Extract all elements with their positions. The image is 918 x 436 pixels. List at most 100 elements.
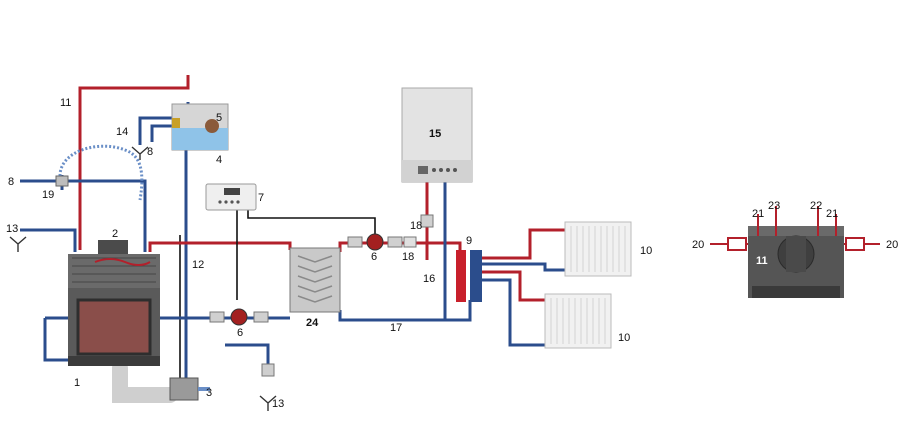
label-13-left: 13 <box>6 223 18 235</box>
label-10-top: 10 <box>640 245 652 257</box>
plate-heat-exchanger <box>289 247 341 313</box>
controller-display <box>224 188 240 195</box>
label-13-right: 13 <box>272 398 284 410</box>
valve-icon <box>420 214 434 228</box>
label-1: 1 <box>74 377 80 389</box>
controller-button <box>236 200 240 204</box>
wire-pump-2 <box>247 208 376 236</box>
drain-pipe-right <box>225 343 270 372</box>
valve-icon <box>253 311 269 323</box>
label-16: 16 <box>423 273 435 285</box>
rear-view-flue-damper <box>786 236 806 272</box>
refill-pipe <box>150 124 176 142</box>
fireplace-rear-view <box>710 206 880 298</box>
label-detail-11: 11 <box>756 255 768 267</box>
label-3: 3 <box>206 387 212 399</box>
radiator-bottom-return <box>482 278 545 347</box>
radiator-body <box>544 293 612 349</box>
radiator-bottom <box>544 293 612 349</box>
boiler-button <box>446 168 450 172</box>
fireplace-insert <box>68 240 160 366</box>
drain-funnel-icon <box>259 395 277 411</box>
label-14: 14 <box>116 126 128 138</box>
expansion-tank <box>171 103 229 151</box>
label-11: 11 <box>60 97 71 109</box>
label-6-right: 6 <box>371 251 377 263</box>
drain-pipe-left <box>20 228 77 252</box>
boiler-button <box>439 168 443 172</box>
manifold-supply-bar <box>456 250 466 302</box>
fireplace-coil <box>94 258 151 266</box>
fireplace-base <box>68 356 160 366</box>
label-2: 2 <box>112 228 118 240</box>
valve-icon <box>387 236 403 248</box>
label-18-top: 18 <box>410 220 422 232</box>
primary-supply-pipe <box>148 241 292 252</box>
label-12: 12 <box>192 259 204 271</box>
label-7: 7 <box>258 192 264 204</box>
rear-view-risers <box>757 206 837 236</box>
tank-float <box>205 119 219 133</box>
label-17: 17 <box>390 322 402 334</box>
pump-group-2 <box>347 233 417 251</box>
fireplace-grill-lines <box>72 257 156 283</box>
valve-icon <box>209 311 225 323</box>
coiled-hose <box>58 144 144 201</box>
radiator-fins <box>550 298 606 344</box>
label-detail-23: 23 <box>768 200 780 212</box>
exchanger-plates <box>297 255 333 303</box>
radiator-fins <box>570 226 626 272</box>
controller-button <box>218 200 222 204</box>
radiator-top <box>564 221 632 277</box>
radiator-top-return <box>482 262 565 272</box>
pump-group-1 <box>209 308 269 326</box>
label-detail-21-left: 21 <box>752 208 764 220</box>
boiler-control-panel <box>402 160 472 182</box>
distribution-manifold <box>456 250 482 302</box>
label-8-left: 8 <box>8 176 14 188</box>
component-labels: 1 2 3 4 5 6 6 7 8 8 9 10 10 11 12 13 13 … <box>6 97 898 410</box>
label-detail-21-right: 21 <box>826 208 838 220</box>
boiler-display <box>418 166 428 174</box>
rear-view-top <box>748 226 844 236</box>
label-18-bottom: 18 <box>402 251 414 263</box>
rear-view-connector <box>845 237 865 251</box>
valve-icon <box>347 236 363 248</box>
label-detail-22: 22 <box>810 200 822 212</box>
gas-boiler <box>401 87 473 183</box>
air-intake-pipe <box>112 360 178 403</box>
fireplace-flue <box>98 240 128 254</box>
label-10-bottom: 10 <box>618 332 630 344</box>
filter-icon <box>403 236 417 248</box>
label-4: 4 <box>216 154 222 166</box>
drain-valve-icon <box>261 363 275 377</box>
fireplace-glass <box>76 298 152 356</box>
label-24: 24 <box>306 317 319 329</box>
rear-view-base <box>752 286 840 298</box>
air-throttle <box>169 377 199 401</box>
circulation-pump-icon <box>366 233 384 251</box>
boiler-button <box>453 168 457 172</box>
tank-water <box>172 128 228 150</box>
rear-view-connector <box>727 237 747 251</box>
label-19: 19 <box>42 189 54 201</box>
label-6-left: 6 <box>237 327 243 339</box>
boiler-button <box>432 168 436 172</box>
drain-funnel-icon <box>9 236 27 252</box>
drain-funnel-icon <box>131 146 149 160</box>
label-8-top: 8 <box>147 146 153 158</box>
safety-riser-pipe <box>78 75 190 250</box>
tank-valve <box>172 118 180 128</box>
radiator-bottom-supply <box>482 270 545 302</box>
label-detail-20-left: 20 <box>692 239 704 251</box>
manifold-return-bar <box>470 250 482 302</box>
overflow-pipe <box>138 116 176 145</box>
valve-icon <box>55 175 69 187</box>
label-9: 9 <box>466 235 472 247</box>
radiator-top-supply <box>482 228 565 260</box>
circulation-pump-icon <box>230 308 248 326</box>
return-loop-left <box>43 318 68 362</box>
controller-body <box>205 183 257 211</box>
label-5: 5 <box>216 112 222 124</box>
